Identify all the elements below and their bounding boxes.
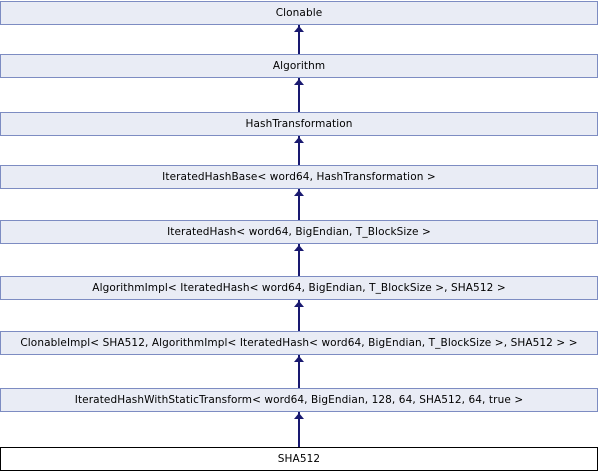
class-node-clonableimpl[interactable]: ClonableImpl< SHA512, AlgorithmImpl< Ite… bbox=[0, 331, 598, 355]
inheritance-arrowhead-icon bbox=[294, 245, 304, 251]
inheritance-arrowhead-icon bbox=[294, 413, 304, 419]
inheritance-edge-iteratedhashwithstatictransform-to-clonableimpl bbox=[298, 355, 300, 388]
class-node-label: IteratedHashBase< word64, HashTransforma… bbox=[162, 171, 436, 183]
class-node-clonable[interactable]: Clonable bbox=[0, 1, 598, 25]
class-node-iteratedhashbase[interactable]: IteratedHashBase< word64, HashTransforma… bbox=[0, 165, 598, 189]
class-node-algorithmimpl[interactable]: AlgorithmImpl< IteratedHash< word64, Big… bbox=[0, 276, 598, 300]
inheritance-edge-sha512-to-iteratedhashwithstatictransform bbox=[298, 412, 300, 447]
inheritance-arrowhead-icon bbox=[294, 26, 304, 32]
inheritance-edge-algorithmimpl-to-iteratedhash bbox=[298, 244, 300, 276]
inheritance-edge-clonableimpl-to-algorithmimpl bbox=[298, 300, 300, 331]
class-node-label: IteratedHash< word64, BigEndian, T_Block… bbox=[167, 226, 431, 238]
inheritance-arrowhead-icon bbox=[294, 79, 304, 85]
class-node-label: SHA512 bbox=[277, 453, 321, 465]
class-node-sha512[interactable]: SHA512 bbox=[0, 447, 598, 471]
class-node-label: IteratedHashWithStaticTransform< word64,… bbox=[74, 394, 524, 406]
class-node-label: HashTransformation bbox=[245, 118, 353, 130]
class-node-label: ClonableImpl< SHA512, AlgorithmImpl< Ite… bbox=[20, 337, 578, 349]
inheritance-edge-iteratedhashbase-to-hashtransformation bbox=[298, 136, 300, 165]
inheritance-edge-hashtransformation-to-algorithm bbox=[298, 78, 300, 112]
class-node-algorithm[interactable]: Algorithm bbox=[0, 54, 598, 78]
class-node-iteratedhashwithstatictransform[interactable]: IteratedHashWithStaticTransform< word64,… bbox=[0, 388, 598, 412]
inheritance-edge-iteratedhash-to-iteratedhashbase bbox=[298, 189, 300, 220]
inheritance-arrowhead-icon bbox=[294, 137, 304, 143]
inheritance-edge-algorithm-to-clonable bbox=[298, 25, 300, 54]
class-node-iteratedhash[interactable]: IteratedHash< word64, BigEndian, T_Block… bbox=[0, 220, 598, 244]
class-node-label: Clonable bbox=[275, 7, 323, 19]
inheritance-arrowhead-icon bbox=[294, 301, 304, 307]
inheritance-arrowhead-icon bbox=[294, 190, 304, 196]
class-node-label: AlgorithmImpl< IteratedHash< word64, Big… bbox=[92, 282, 506, 294]
class-node-label: Algorithm bbox=[272, 60, 326, 72]
class-node-hashtransformation[interactable]: HashTransformation bbox=[0, 112, 598, 136]
inheritance-arrowhead-icon bbox=[294, 356, 304, 362]
